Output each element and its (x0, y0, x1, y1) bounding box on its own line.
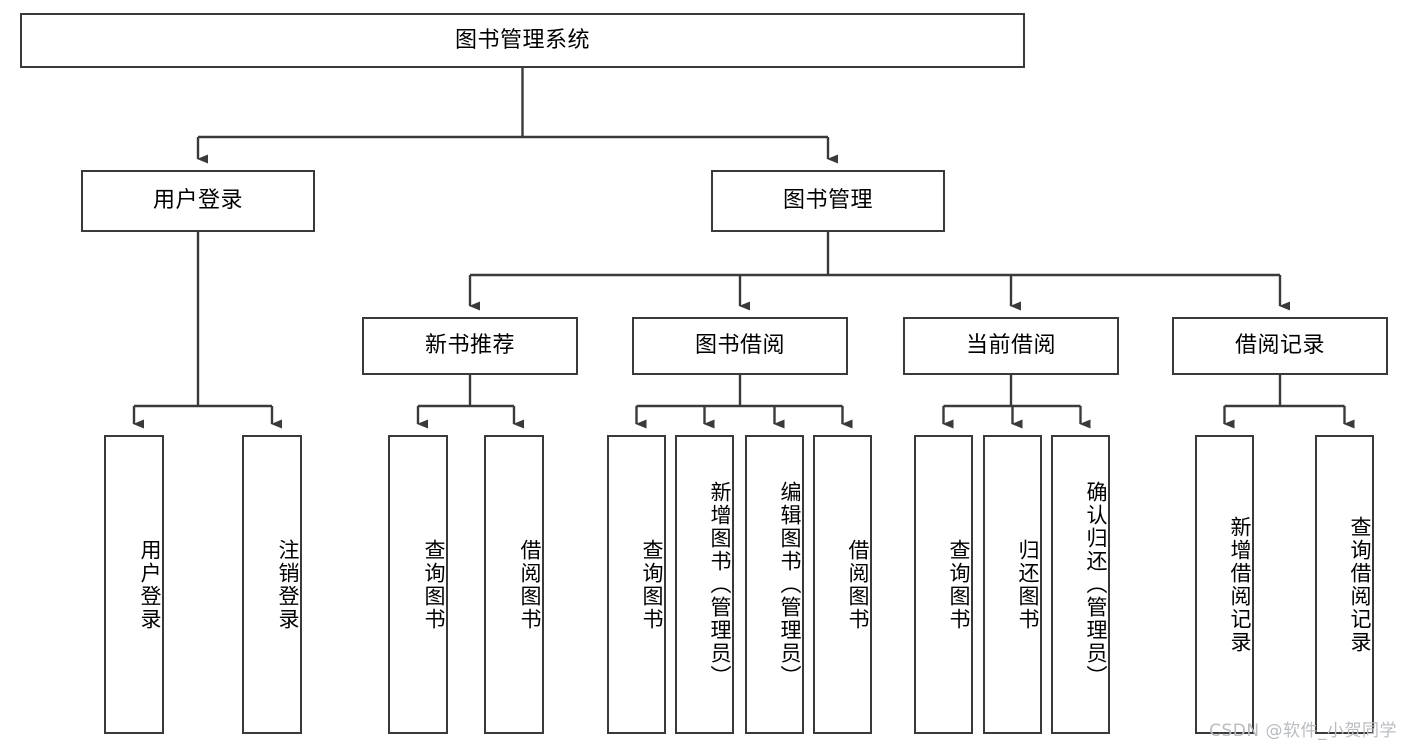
leaf-node-借阅图书[interactable]: 借阅图书 (484, 435, 544, 734)
node-label: 图书借阅 (694, 333, 785, 359)
root-node-图书管理系统[interactable]: 图书管理系统 (20, 13, 1025, 68)
node-label: 查询图书 (947, 538, 971, 631)
node-label: 查询借阅记录 (1348, 515, 1372, 654)
leaf-node-借阅图书[interactable]: 借阅图书 (813, 435, 872, 734)
node-label: 确认归还（管理员） (1084, 481, 1108, 688)
leaf-node-归还图书[interactable]: 归还图书 (983, 435, 1042, 734)
leaf-node-查询图书[interactable]: 查询图书 (388, 435, 448, 734)
node-label: 当前借阅 (965, 333, 1056, 359)
node-label: 用户登录 (138, 538, 162, 631)
node-label: 查询图书 (422, 538, 446, 631)
node-label: 编辑图书（管理员） (778, 481, 802, 688)
leaf-node-确认归还管理员[interactable]: 确认归还（管理员） (1051, 435, 1110, 734)
leaf-node-用户登录[interactable]: 用户登录 (104, 435, 164, 734)
level2-node-新书推荐[interactable]: 新书推荐 (362, 317, 578, 375)
node-label: 借阅记录 (1234, 333, 1325, 359)
level2-node-当前借阅[interactable]: 当前借阅 (903, 317, 1119, 375)
node-label: 新增图书（管理员） (708, 481, 732, 688)
node-label: 借阅图书 (846, 538, 870, 631)
leaf-node-查询借阅记录[interactable]: 查询借阅记录 (1315, 435, 1374, 734)
node-label: 新增借阅记录 (1228, 515, 1252, 654)
level2-node-图书借阅[interactable]: 图书借阅 (632, 317, 848, 375)
node-label: 用户登录 (152, 188, 243, 214)
level2-node-借阅记录[interactable]: 借阅记录 (1172, 317, 1388, 375)
leaf-node-查询图书[interactable]: 查询图书 (914, 435, 973, 734)
leaf-node-注销登录[interactable]: 注销登录 (242, 435, 302, 734)
level1-node-图书管理[interactable]: 图书管理 (711, 170, 945, 232)
node-label: 图书管理 (782, 188, 873, 214)
csdn-watermark: CSDN @软件_小贺同学 (1209, 721, 1397, 741)
node-label: 借阅图书 (518, 538, 542, 631)
node-label: 查询图书 (640, 538, 664, 631)
level1-node-用户登录[interactable]: 用户登录 (81, 170, 315, 232)
node-label: 注销登录 (276, 538, 300, 631)
leaf-node-新增借阅记录[interactable]: 新增借阅记录 (1195, 435, 1254, 734)
leaf-node-新增图书管理员[interactable]: 新增图书（管理员） (675, 435, 734, 734)
leaf-node-查询图书[interactable]: 查询图书 (607, 435, 666, 734)
node-label: 归还图书 (1016, 538, 1040, 631)
leaf-node-编辑图书管理员[interactable]: 编辑图书（管理员） (745, 435, 804, 734)
node-label: 新书推荐 (424, 333, 515, 359)
node-label: 图书管理系统 (454, 27, 590, 53)
